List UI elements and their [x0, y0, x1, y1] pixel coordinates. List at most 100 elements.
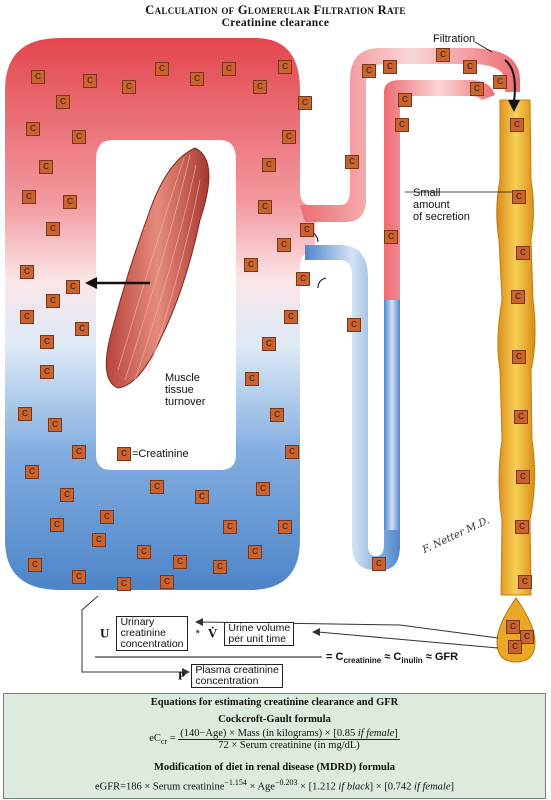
- creatinine-marker: C: [278, 520, 292, 534]
- mdrd-part: ] × [0.742: [369, 781, 415, 793]
- mdrd-part: eGFR=186 × Serum creatinine: [95, 781, 225, 793]
- clearance-result: = Ccreatinine ≈ Cinulin ≈ GFR: [326, 651, 458, 665]
- creatinine-marker: C: [56, 95, 70, 109]
- creatinine-marker: C: [72, 570, 86, 584]
- creatinine-marker: C: [248, 545, 262, 559]
- creatinine-marker: C: [506, 620, 520, 634]
- creatinine-marker: C: [122, 80, 136, 94]
- creatinine-marker: C: [253, 80, 267, 94]
- creatinine-marker: C: [436, 48, 450, 62]
- p-bracket: Plasma creatinine concentration: [191, 664, 283, 688]
- creatinine-marker: C: [60, 488, 74, 502]
- efferent-tube: [305, 245, 400, 570]
- creatinine-marker: C: [223, 520, 237, 534]
- creatinine-legend-label: =Creatinine: [132, 448, 189, 460]
- creatinine-marker: C: [190, 72, 204, 86]
- v-bracket-line: per unit time: [228, 632, 287, 645]
- result-gfr: ≈ GFR: [425, 651, 459, 663]
- creatinine-marker: C: [63, 195, 77, 209]
- p-bracket-line: Plasma creatinine: [195, 664, 279, 676]
- creatinine-marker: C: [244, 258, 258, 272]
- creatinine-marker: C: [258, 200, 272, 214]
- creatinine-marker: C: [511, 290, 525, 304]
- creatinine-marker: C: [48, 418, 62, 432]
- secretion-label-1: Small: [413, 187, 441, 199]
- creatinine-marker: C: [514, 410, 528, 424]
- creatinine-marker: C: [384, 230, 398, 244]
- cg-equals: =: [169, 732, 176, 744]
- muscle-illustration: [105, 147, 210, 389]
- creatinine-marker: C: [245, 372, 259, 386]
- creatinine-marker: C: [92, 533, 106, 547]
- creatinine-marker: C: [345, 155, 359, 169]
- u-bracket-line: Urinary: [120, 616, 155, 628]
- creatinine-marker: C: [282, 130, 296, 144]
- filtration-leader: [474, 41, 493, 53]
- creatinine-marker: C: [117, 577, 131, 591]
- u-bracket-line: concentration: [120, 638, 184, 650]
- muscle-label-2: tissue: [165, 384, 194, 396]
- creatinine-marker: C: [40, 335, 54, 349]
- creatinine-marker: C: [512, 350, 526, 364]
- creatinine-marker: C: [516, 470, 530, 484]
- creatinine-marker: C: [300, 223, 314, 237]
- cg-numerator: (140−Age) × Mass (in kilograms) × [0.85 …: [178, 728, 400, 740]
- cg-lhs-text: eC: [149, 732, 161, 744]
- creatinine-marker: C: [155, 62, 169, 76]
- creatinine-marker: C: [518, 575, 532, 589]
- filtration-label: Filtration: [433, 33, 476, 45]
- creatinine-marker: C: [150, 480, 164, 494]
- creatinine-marker: C: [28, 558, 42, 572]
- creatinine-marker: C: [256, 482, 270, 496]
- u-symbol: U: [100, 625, 110, 641]
- formula-numerator: U Urinary creatinine concentration * V̇ …: [100, 616, 295, 651]
- muscle-label-1: Muscle: [165, 372, 200, 384]
- equations-panel: Equations for estimating creatinine clea…: [3, 693, 546, 799]
- creatinine-marker: C: [18, 407, 32, 421]
- mdrd-formula: eGFR=186 × Serum creatinine−1.154 × Age−…: [4, 778, 545, 793]
- filtration-arrowhead: [508, 100, 520, 112]
- secretion-label-2: amount: [413, 199, 450, 211]
- cg-num-close: ]: [394, 728, 398, 739]
- blood-to-plasma-line: [81, 595, 185, 673]
- creatinine-marker: C: [26, 122, 40, 136]
- u-bracket-line: creatinine: [120, 627, 166, 639]
- afferent-tube: [300, 48, 520, 222]
- creatinine-marker: C: [510, 118, 524, 132]
- mdrd-part: × Age: [246, 781, 275, 793]
- mdrd-italic: if black: [338, 781, 370, 793]
- creatinine-marker: C: [66, 280, 80, 294]
- creatinine-marker: C: [83, 74, 97, 88]
- muscle-label-3: turnover: [165, 396, 206, 408]
- muscle-to-blood-arrow: [85, 277, 150, 289]
- creatinine-marker: C: [508, 640, 522, 654]
- cg-denominator: 72 × Serum creatinine (in mg/dL): [218, 740, 360, 751]
- v-symbol: V̇: [207, 625, 218, 641]
- creatinine-marker: C: [213, 560, 227, 574]
- cg-lhs: eCcr =: [149, 732, 176, 746]
- filtration-arrow: [504, 59, 516, 103]
- creatinine-marker: C: [195, 490, 209, 504]
- creatinine-marker: C: [398, 93, 412, 107]
- creatinine-marker: C: [296, 272, 310, 286]
- result-c: = C: [326, 651, 344, 663]
- creatinine-marker: C: [395, 118, 409, 132]
- creatinine-marker: C: [515, 520, 529, 534]
- creatinine-marker: C: [39, 160, 53, 174]
- creatinine-marker: C: [75, 322, 89, 336]
- creatinine-marker: C: [383, 60, 397, 74]
- creatinine-marker: C: [72, 445, 86, 459]
- result-sub-creatinine: creatinine: [343, 656, 382, 666]
- creatinine-marker: C: [50, 518, 64, 532]
- creatinine-marker: C: [20, 310, 34, 324]
- figure-subtitle: Creatinine clearance: [221, 17, 330, 29]
- creatinine-marker: C: [100, 510, 114, 524]
- creatinine-marker: C: [470, 82, 484, 96]
- v-bracket: Urine volume per unit time: [224, 621, 295, 646]
- mdrd-exponent: −1.154: [224, 778, 247, 787]
- times-symbol: *: [195, 627, 200, 640]
- creatinine-marker: C: [46, 294, 60, 308]
- glomerulus-arrow-out: [317, 277, 327, 289]
- creatinine-marker: C: [285, 445, 299, 459]
- figure-title: Calculation of Glomerular Filtration Rat…: [145, 3, 406, 17]
